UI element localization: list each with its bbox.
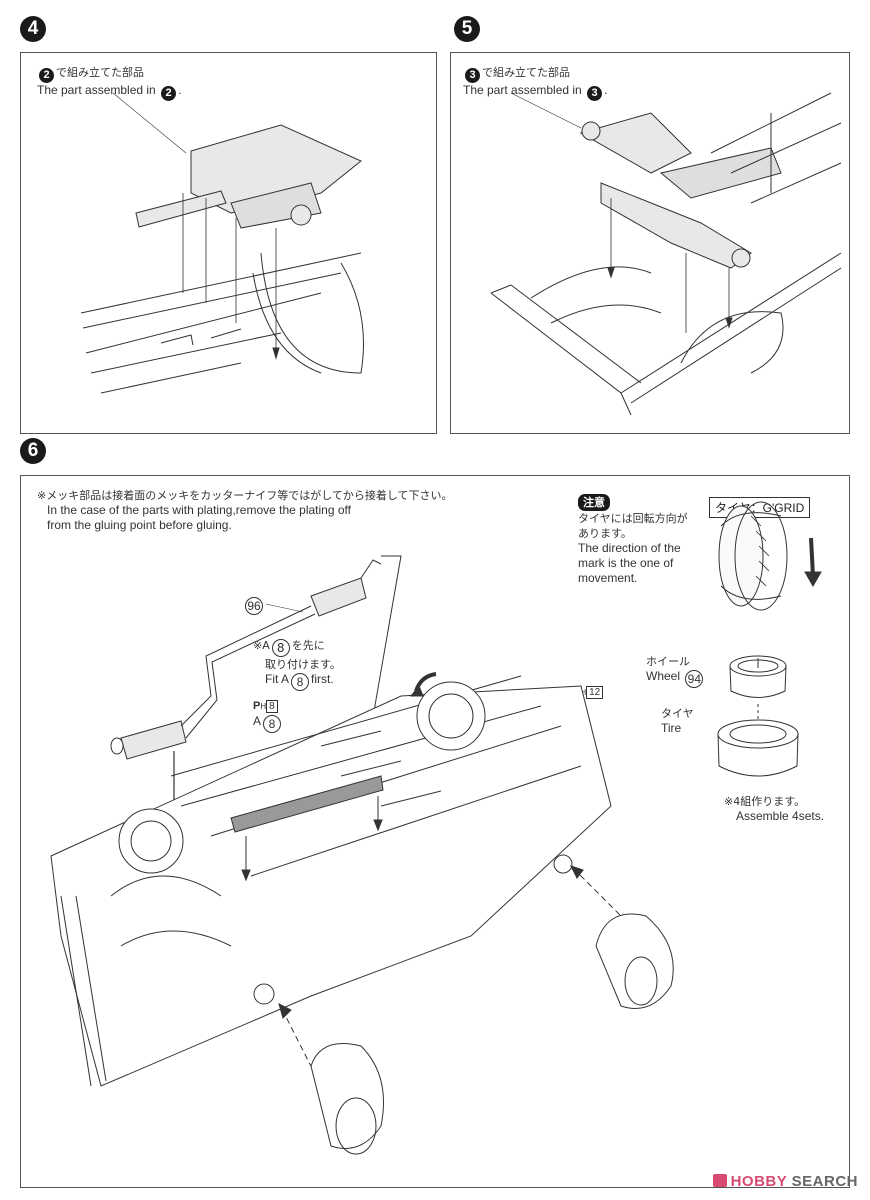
plating-note-jp: ※メッキ部品は接着面のメッキをカッターナイフ等ではがしてから接着して下さい。 [37, 489, 453, 502]
plating-note: ※メッキ部品は接着面のメッキをカッターナイフ等ではがしてから接着して下さい。 I… [37, 488, 453, 533]
fit-note-jp-2: 取り付けます。 [265, 658, 341, 671]
fit-note-part: 8 [271, 639, 290, 657]
ph12-num: 12 [586, 686, 604, 699]
hobby-search-watermark: HOBBY SEARCH [712, 1173, 858, 1190]
car-underbody [50, 675, 612, 1087]
rear-tire-icon [310, 1043, 384, 1155]
caption-en: The part assembled in [463, 83, 582, 97]
ph-p: P [253, 700, 261, 712]
watermark-brand-2: SEARCH [791, 1173, 858, 1190]
wheel-94-icon [729, 655, 787, 698]
part-number-94: 94 [685, 670, 704, 688]
wheel-jp: ホイール [646, 655, 690, 668]
fit-note-en-part: 8 [291, 673, 310, 691]
caption-jp: で組み立てた部品 [482, 66, 570, 79]
step-4-illustration [80, 92, 364, 394]
attention-en-2: mark is the one of [578, 556, 674, 570]
ph-h: H [580, 688, 587, 697]
plating-note-en-1: In the case of the parts with plating,re… [47, 503, 351, 517]
attention-note: 注意 タイヤには回転方向が あります。 The direction of the… [578, 494, 688, 586]
attention-jp-1: タイヤには回転方向が [578, 512, 688, 525]
step-5-badge: 5 [454, 16, 480, 42]
attention-en-1: The direction of the [578, 541, 681, 555]
step-4-badge: 4 [20, 16, 46, 42]
ref-badge-2: 2 [39, 68, 54, 83]
caption-jp: で組み立てた部品 [56, 66, 144, 79]
attention-label: 注意 [578, 494, 610, 511]
ref-badge-3-en: 3 [587, 86, 603, 101]
tire-label: タイヤ Tire [661, 706, 694, 736]
tire-en: Tire [661, 721, 682, 735]
assemble-jp: ※4組作ります。 [724, 795, 806, 808]
attention-jp-2: あります。 [578, 527, 632, 540]
fit-note-suffix: を先に [291, 639, 325, 652]
fit-note-en-prefix: Fit A [265, 672, 290, 686]
a8-num: 8 [263, 715, 282, 733]
part-number-96: 96 [245, 597, 263, 615]
ref-badge-3: 3 [465, 68, 480, 83]
fit-note-prefix: ※A [253, 639, 270, 652]
step-5-illustration [490, 92, 842, 416]
front-tire-icon [595, 913, 674, 1009]
part-96-label: 96 [243, 596, 265, 615]
exhaust-part-96 [110, 559, 382, 760]
caption-en: The part assembled in [37, 83, 156, 97]
ref-badge-2-en: 2 [161, 86, 177, 101]
plating-note-en-2: from the gluing point before gluing. [47, 518, 232, 532]
fit-note-en-suffix: first. [311, 672, 334, 686]
rotation-arrow-icon [809, 537, 815, 577]
step-6-panel: ※メッキ部品は接着面のメッキをカッターナイフ等ではがしてから接着して下さい。 I… [20, 475, 850, 1188]
hobby-search-logo-icon [712, 1174, 727, 1187]
assemble-en: Assemble 4sets. [736, 809, 825, 823]
directional-tire-icon [718, 501, 788, 611]
a8-letter: A [253, 714, 262, 728]
step-6-badge: 6 [20, 438, 46, 464]
wheel-en: Wheel [646, 669, 681, 683]
step-6-illustration [50, 501, 822, 1155]
tire-jp: タイヤ [661, 707, 694, 720]
ph-h: H [260, 702, 267, 711]
ph8-num: 8 [266, 700, 278, 713]
assemble-note: ※4組作ります。 Assemble 4sets. [724, 794, 824, 824]
tire-icon [717, 719, 799, 777]
attention-en-3: movement. [578, 571, 638, 585]
watermark-brand-1: HOBBY [730, 1173, 787, 1190]
wheel-label: ホイール Wheel 94 [646, 654, 705, 688]
